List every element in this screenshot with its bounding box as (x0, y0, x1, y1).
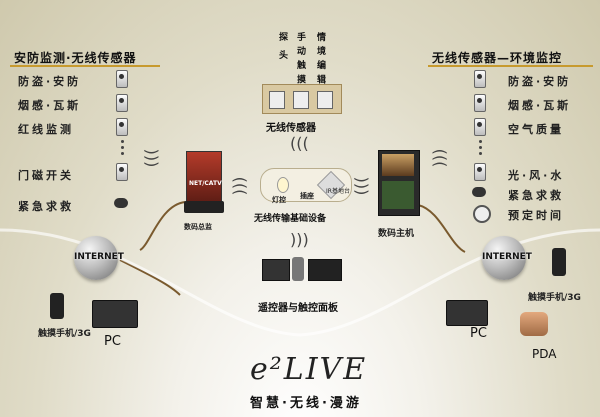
wireless-signal-icon: ))) (290, 230, 309, 249)
right-pc-label: PC (470, 326, 487, 341)
panic-button-icon (472, 187, 486, 197)
smartphone-icon (552, 248, 566, 276)
wireless-sensor-panel-icon (262, 84, 342, 114)
wireless-sensor-label: 无线传感器 (266, 123, 316, 134)
wireless-signal-icon: ))) (352, 176, 372, 196)
right-item-1: 烟感·瓦斯 (508, 99, 572, 112)
smoke-sensor-icon (474, 94, 486, 112)
touch-panel-icon (262, 259, 290, 281)
left-phone-label: 触摸手机/3G (38, 329, 91, 339)
ir-base-label: IR基地台 (326, 188, 350, 195)
right-pda-label: PDA (532, 347, 557, 361)
switch-icon (269, 91, 285, 109)
remote-icon (292, 257, 304, 281)
infrared-sensor-icon (116, 118, 128, 136)
base-devices-icon (260, 168, 352, 202)
environment-sensor-icon (474, 163, 486, 181)
right-device-link (417, 204, 466, 253)
left-panel-title: 安防监测·无线传感器 (14, 51, 137, 65)
left-item-1: 烟感·瓦斯 (18, 99, 82, 112)
right-item-4: 紧急求救 (508, 189, 564, 202)
camera-device-icon: NET/CATV (186, 151, 222, 205)
remote-and-touch-panels-icon (262, 257, 342, 283)
laptop-icon (92, 300, 138, 328)
internet-label-right: INTERNET (482, 252, 532, 262)
ellipsis-dot (121, 140, 124, 143)
smoke-sensor-icon (116, 94, 128, 112)
right-device-label: 数码主机 (378, 229, 415, 239)
socket-label: 插座 (300, 192, 314, 200)
right-panel-title: 无线传感器—环境监控 (432, 51, 563, 65)
left-device-label: 数码总监 (184, 223, 212, 231)
left-item-4: 紧急求救 (18, 200, 74, 213)
left-device-link (139, 201, 186, 251)
right-title-underline (428, 65, 593, 67)
left-pc-label: PC (104, 334, 121, 349)
switch-icon (317, 91, 333, 109)
ellipsis-dot (479, 146, 482, 149)
sensor-column-manual: 手 动 触 摸 (295, 32, 305, 85)
right-item-3: 光·风·水 (508, 169, 565, 182)
set-top-box-icon (184, 201, 224, 213)
sensor-column-scene: 情 境 编 辑 (315, 32, 325, 85)
internet-globe-icon (74, 236, 118, 280)
light-bulb-icon (277, 177, 289, 193)
ellipsis-dot (479, 140, 482, 143)
host-board-icon (382, 181, 414, 209)
laptop-icon (446, 300, 488, 326)
smartphone-icon (50, 293, 64, 319)
left-item-2: 红线监测 (18, 123, 74, 136)
device-screen-text: NET/CATV (189, 180, 222, 187)
panic-button-icon (114, 198, 128, 208)
right-item-2: 空气质量 (508, 123, 564, 136)
sensor-icon (116, 70, 128, 88)
left-internet-link (119, 259, 181, 296)
switch-icon (293, 91, 309, 109)
internet-globe-icon (482, 236, 526, 280)
left-item-3: 门磁开关 (18, 169, 74, 182)
right-item-0: 防盗·安防 (508, 75, 572, 88)
right-phone-label: 触摸手机/3G (528, 293, 581, 303)
left-item-0: 防盗·安防 (18, 75, 82, 88)
digital-host-icon (378, 150, 420, 216)
left-title-underline (10, 65, 160, 67)
ellipsis-dot (121, 146, 124, 149)
wireless-signal-icon: ))) (229, 176, 249, 196)
right-item-5: 预定时间 (508, 209, 564, 222)
air-quality-sensor-icon (474, 118, 486, 136)
tablet-icon (308, 259, 342, 281)
base-devices-label: 无线传输基础设备 (254, 214, 327, 224)
remote-panel-label: 遥控器与触控面板 (258, 303, 338, 314)
brand-slogan: 智慧·无线·漫游 (250, 396, 362, 411)
brand-logo: e²LIVE (250, 352, 368, 387)
sensor-column-probe: 探 头 (277, 32, 287, 63)
door-sensor-icon (116, 163, 128, 181)
wireless-signal-icon: ))) (290, 135, 309, 154)
host-screen-icon (382, 154, 414, 176)
light-control-label: 灯控 (272, 196, 286, 204)
ellipsis-dot (121, 152, 124, 155)
ellipsis-dot (479, 152, 482, 155)
internet-label-left: INTERNET (74, 252, 124, 262)
sensor-icon (474, 70, 486, 88)
alarm-clock-icon (473, 205, 491, 223)
pda-icon (520, 312, 548, 336)
wireless-signal-icon: ))) (142, 148, 162, 168)
wireless-signal-icon: ))) (429, 148, 449, 168)
